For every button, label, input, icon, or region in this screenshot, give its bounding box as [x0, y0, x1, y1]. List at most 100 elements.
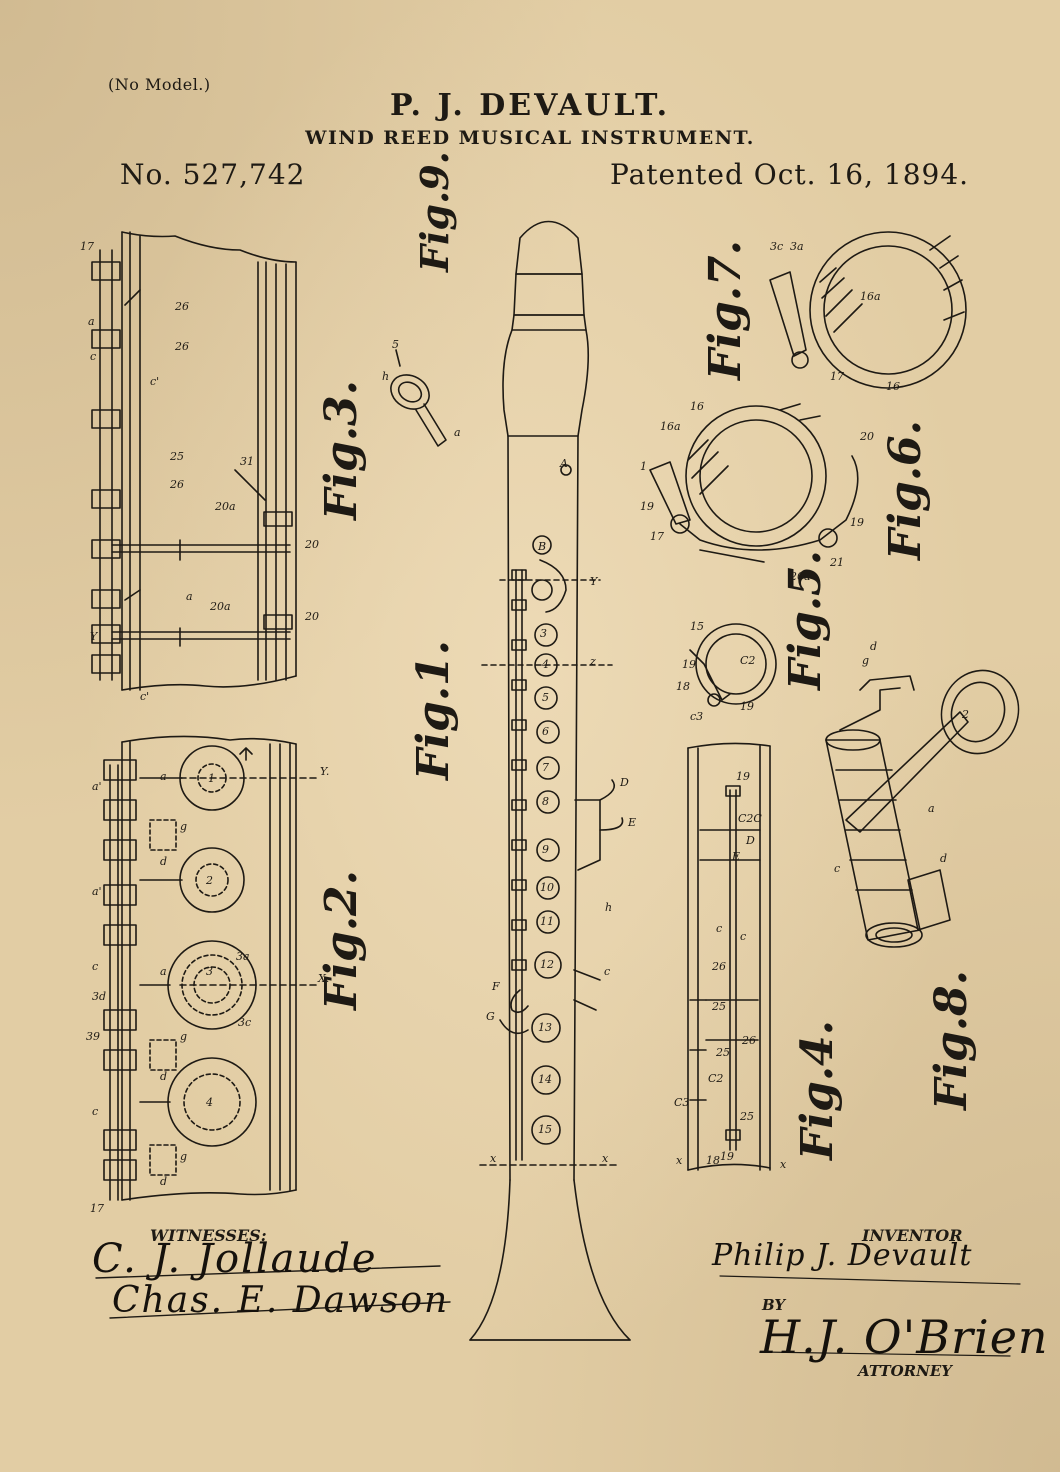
- svg-text:X.: X.: [317, 972, 329, 985]
- svg-text:39: 39: [86, 1030, 100, 1043]
- svg-text:9: 9: [542, 843, 549, 856]
- fig7-drawing: 3c 3a 16a 17 16: [769, 231, 967, 393]
- svg-text:19: 19: [850, 516, 864, 529]
- svg-text:Y.: Y.: [320, 765, 329, 778]
- svg-text:25: 25: [711, 1000, 726, 1013]
- svg-text:z: z: [589, 655, 596, 668]
- svg-text:26: 26: [174, 340, 189, 353]
- svg-text:F: F: [491, 980, 500, 993]
- svg-text:C2: C2: [708, 1072, 723, 1085]
- svg-text:15: 15: [538, 1123, 552, 1136]
- svg-text:a: a: [160, 965, 167, 978]
- no-model-note: (No Model.): [108, 75, 211, 94]
- svg-text:a': a': [92, 885, 102, 898]
- svg-text:26: 26: [169, 478, 184, 491]
- svg-text:c: c: [92, 960, 98, 973]
- svg-text:16a: 16a: [860, 290, 881, 303]
- inventor-label: INVENTOR: [862, 1226, 963, 1245]
- svg-text:D: D: [745, 834, 755, 847]
- fig6-label: Fig.6.: [880, 420, 931, 560]
- svg-text:16: 16: [886, 380, 900, 393]
- svg-text:25: 25: [169, 450, 184, 463]
- svg-text:11: 11: [540, 915, 554, 928]
- svg-text:19: 19: [740, 700, 754, 713]
- svg-text:17: 17: [830, 370, 844, 383]
- svg-text:c: c: [92, 1105, 98, 1118]
- svg-text:E: E: [627, 816, 636, 829]
- svg-text:c': c': [150, 375, 159, 388]
- svg-text:25: 25: [739, 1110, 754, 1123]
- inventor-signature: Philip J. Devault: [712, 1238, 973, 1273]
- svg-text:19: 19: [720, 1150, 734, 1163]
- svg-text:a: a: [88, 315, 95, 328]
- svg-text:c: c: [604, 965, 610, 978]
- svg-text:d: d: [940, 852, 947, 865]
- fig5-drawing: 15 19 18 C2 19 c3: [676, 620, 777, 723]
- witness1-signature: C. J. Jollaude: [92, 1236, 378, 1282]
- attorney-label: ATTORNEY: [858, 1362, 952, 1380]
- svg-text:x: x: [676, 1154, 683, 1167]
- fig4-label: Fig.4.: [792, 1020, 843, 1160]
- svg-text:D: D: [619, 776, 629, 789]
- svg-text:x: x: [602, 1152, 609, 1165]
- svg-text:g: g: [180, 820, 187, 833]
- svg-text:5: 5: [542, 691, 549, 704]
- svg-text:g: g: [180, 1030, 187, 1043]
- svg-text:Y: Y: [90, 630, 99, 643]
- svg-text:2: 2: [961, 708, 969, 721]
- fig8-drawing: g d 2 a c d: [825, 640, 1020, 948]
- inventor-name-heading: P. J. DEVAULT.: [389, 88, 671, 123]
- svg-text:C2: C2: [740, 654, 755, 667]
- svg-text:g: g: [862, 654, 869, 667]
- svg-text:19: 19: [736, 770, 750, 783]
- fig3-drawing: 17 a c 26 26 c' 25 26 31 20a a 20a 20 20…: [80, 231, 319, 703]
- svg-text:3a: 3a: [790, 240, 804, 253]
- fig3-label: Fig.3.: [316, 380, 367, 520]
- by-label: BY: [762, 1296, 786, 1314]
- svg-text:c: c: [834, 862, 840, 875]
- patent-title: WIND REED MUSICAL INSTRUMENT.: [305, 127, 755, 149]
- attorney-signature: H.J. O'Brien: [760, 1310, 1049, 1364]
- svg-text:3a: 3a: [236, 950, 250, 963]
- svg-text:x: x: [780, 1158, 787, 1171]
- svg-text:12: 12: [540, 958, 554, 971]
- svg-text:E: E: [731, 850, 740, 863]
- svg-text:10: 10: [540, 881, 554, 894]
- svg-text:20a: 20a: [209, 600, 231, 613]
- svg-text:4: 4: [205, 1096, 213, 1109]
- svg-text:8: 8: [542, 795, 549, 808]
- fig5-label: Fig.5.: [780, 550, 831, 690]
- svg-text:26: 26: [741, 1034, 756, 1047]
- svg-text:20a: 20a: [214, 500, 236, 513]
- fig7-label: Fig.7.: [700, 240, 751, 380]
- svg-text:3c: 3c: [238, 1016, 251, 1029]
- svg-text:c: c: [90, 350, 96, 363]
- svg-text:3d: 3d: [92, 990, 106, 1003]
- svg-text:20: 20: [859, 430, 874, 443]
- svg-text:a: a: [928, 802, 935, 815]
- svg-text:19: 19: [682, 658, 696, 671]
- svg-text:20: 20: [304, 610, 319, 623]
- svg-text:c: c: [716, 922, 722, 935]
- svg-text:a: a: [160, 770, 167, 783]
- svg-text:15: 15: [690, 620, 704, 633]
- svg-text:17: 17: [90, 1202, 104, 1215]
- svg-text:a: a: [454, 426, 461, 439]
- svg-text:25: 25: [715, 1046, 730, 1059]
- svg-text:7: 7: [542, 761, 549, 774]
- svg-text:17: 17: [650, 530, 664, 543]
- svg-text:19: 19: [640, 500, 654, 513]
- svg-text:5: 5: [392, 338, 399, 351]
- fig8-label: Fig.8.: [926, 970, 977, 1110]
- fig6-drawing: 1 16a 16 20 19 17 19 21 20a: [640, 400, 874, 583]
- svg-text:3: 3: [540, 627, 547, 640]
- witness2-signature: Chas. E. Dawson: [112, 1280, 450, 1321]
- svg-text:13: 13: [538, 1021, 552, 1034]
- svg-text:A: A: [559, 457, 568, 470]
- svg-text:d: d: [160, 855, 167, 868]
- fig1-label: Fig.1.: [408, 640, 459, 780]
- svg-text:20a: 20a: [789, 570, 811, 583]
- svg-text:x: x: [490, 1152, 497, 1165]
